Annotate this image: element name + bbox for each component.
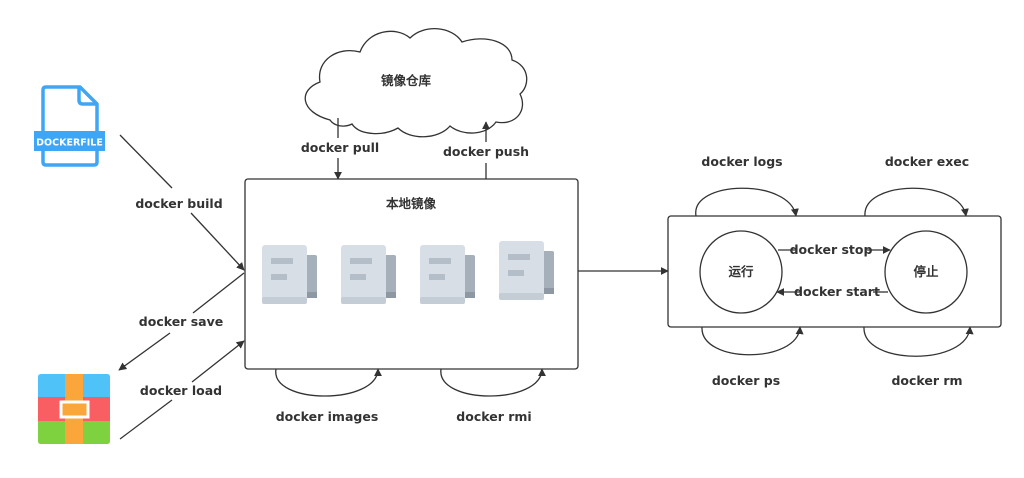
docker-exec-label: docker exec — [885, 154, 969, 169]
stopped-label: 停止 — [913, 264, 939, 279]
edge-docker-save: docker save — [118, 272, 245, 371]
image-layer-icon — [420, 245, 475, 304]
local-images-box: 本地镜像 — [244, 178, 579, 370]
dockerfile-label: DOCKERFILE — [36, 138, 103, 149]
docker-images-label: docker images — [276, 409, 379, 424]
state-running: 运行 — [699, 230, 783, 314]
edge-docker-start: docker start — [776, 284, 888, 299]
docker-build-label: docker build — [135, 196, 222, 211]
docker-rmi-label: docker rmi — [456, 409, 531, 424]
image-layer-icon — [262, 245, 317, 304]
edge-docker-pull: docker pull — [301, 118, 379, 180]
docker-logs-label: docker logs — [701, 154, 782, 169]
edge-docker-exec: docker exec — [864, 154, 969, 217]
edge-docker-push: docker push — [443, 121, 529, 179]
image-layer-icon — [499, 241, 554, 300]
docker-stop-label: docker stop — [790, 242, 873, 257]
edge-docker-rm: docker rm — [863, 326, 974, 388]
docker-start-label: docker start — [794, 284, 880, 299]
image-icons-group — [262, 241, 554, 304]
state-stopped: 停止 — [884, 230, 968, 314]
local-images-label: 本地镜像 — [386, 196, 437, 211]
docker-pull-label: docker pull — [301, 140, 379, 155]
edge-docker-ps: docker ps — [701, 326, 804, 388]
edge-docker-logs: docker logs — [695, 154, 799, 217]
edge-docker-images: docker images — [275, 368, 382, 424]
edge-docker-stop: docker stop — [778, 242, 891, 257]
docker-load-label: docker load — [140, 383, 222, 398]
dockerfile-file-icon: DOCKERFILE — [34, 85, 105, 167]
registry-label: 镜像仓库 — [381, 73, 432, 88]
edge-docker-rmi: docker rmi — [440, 368, 546, 424]
docker-save-label: docker save — [139, 314, 223, 329]
docker-rm-label: docker rm — [891, 373, 962, 388]
image-registry-cloud: 镜像仓库 — [304, 27, 528, 138]
running-label: 运行 — [728, 264, 754, 279]
docker-push-label: docker push — [443, 144, 529, 159]
docker-ps-label: docker ps — [712, 373, 780, 388]
edge-docker-load: docker load — [119, 340, 245, 440]
archive-package-icon — [38, 374, 110, 444]
edge-docker-build: docker build — [119, 134, 245, 271]
image-layer-icon — [341, 245, 396, 304]
